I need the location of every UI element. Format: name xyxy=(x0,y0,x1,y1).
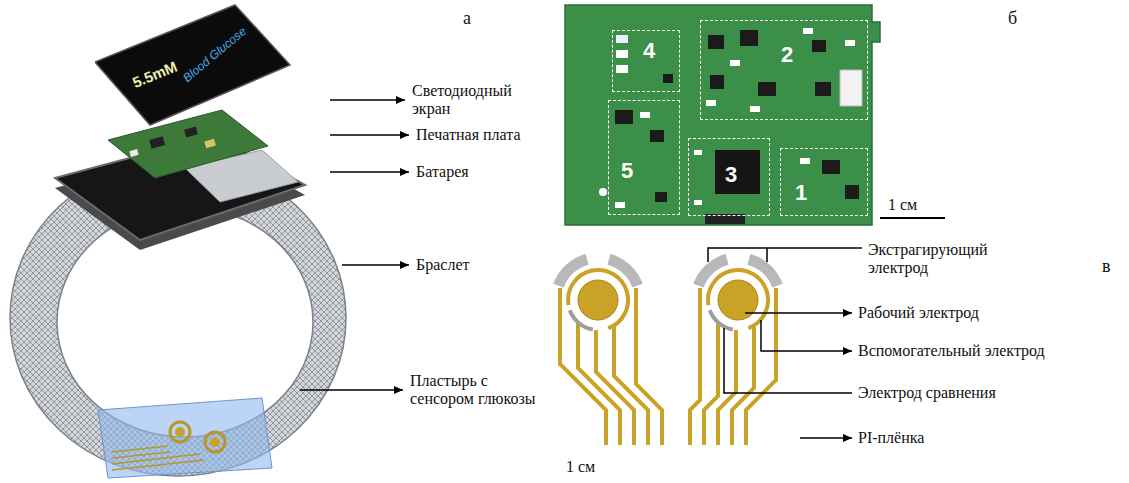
component xyxy=(706,100,716,106)
leader-arrow xyxy=(330,99,405,101)
component xyxy=(845,40,855,46)
component xyxy=(615,110,633,124)
part-label: Браслет xyxy=(416,256,469,274)
part-label: PI-плёнка xyxy=(858,429,924,447)
component xyxy=(730,60,740,66)
trace xyxy=(732,327,754,445)
leader-arrow xyxy=(330,134,409,136)
pcb-zone: 1 xyxy=(780,148,868,216)
part-label: Экстрагирующий электрод xyxy=(868,241,1000,277)
trace xyxy=(636,288,662,445)
leader-arrow xyxy=(761,320,852,351)
component xyxy=(650,130,664,142)
chip xyxy=(204,139,215,148)
leader-line xyxy=(724,328,852,393)
screen-panel xyxy=(95,5,290,125)
component xyxy=(616,35,628,43)
working-electrode xyxy=(718,280,758,320)
leader-arrow xyxy=(300,389,403,391)
mount-hole xyxy=(599,188,607,196)
component xyxy=(655,192,667,202)
panel-letter: а xyxy=(463,8,471,28)
component xyxy=(758,82,776,96)
callout-number: 4 xyxy=(643,39,655,63)
leader-arrow xyxy=(330,171,409,173)
component xyxy=(616,65,628,73)
patch-electrode-core xyxy=(210,437,220,447)
scale-bar xyxy=(880,217,945,219)
component xyxy=(740,30,758,46)
led-screen: Blood Glucose5.5mM xyxy=(95,0,295,130)
working-electrode xyxy=(578,280,618,320)
chip xyxy=(149,136,165,148)
component xyxy=(640,112,650,118)
leader-arrow xyxy=(745,312,852,314)
component xyxy=(694,200,702,205)
component xyxy=(822,160,840,174)
part-label: Светодиодный экран xyxy=(412,82,534,118)
part-label: Рабочий электрод xyxy=(858,304,979,322)
sensor-left xyxy=(559,259,638,329)
mcu-chip xyxy=(715,150,760,194)
component xyxy=(708,35,724,49)
sensor-patch xyxy=(98,398,272,478)
pcb-components xyxy=(615,28,862,224)
patch-electrode xyxy=(205,432,225,452)
component xyxy=(815,82,831,96)
pcb-board xyxy=(565,5,880,225)
pcb-zone: 4 xyxy=(612,30,680,92)
patch-traces xyxy=(112,446,204,470)
part-label: Пластырь с сенсором глюкозы xyxy=(410,372,548,408)
sensor-right xyxy=(699,259,778,329)
component xyxy=(663,74,673,83)
component xyxy=(694,150,702,155)
component xyxy=(812,40,826,52)
callout-number: 3 xyxy=(725,163,737,187)
leader-arrow xyxy=(800,437,852,439)
chip xyxy=(184,127,198,138)
scale-label: 1 см xyxy=(566,458,595,476)
part-label: Электрод сравнения xyxy=(858,384,996,402)
leader-line xyxy=(708,248,862,262)
callout-number: 5 xyxy=(621,159,633,183)
callout-number: 1 xyxy=(795,181,807,205)
trace xyxy=(614,327,648,445)
component xyxy=(800,158,810,164)
part-label: Батарея xyxy=(416,163,469,181)
patch-electrode-core xyxy=(175,427,185,437)
pcb-zone: 3 xyxy=(688,138,770,216)
part-label: Печатная плата xyxy=(416,126,521,144)
part-label: Вспомогательный электрод xyxy=(858,342,1045,360)
component xyxy=(616,50,628,58)
component xyxy=(845,185,859,199)
callout-number: 2 xyxy=(781,43,793,67)
trace xyxy=(704,322,718,445)
panel-letter: в xyxy=(1102,256,1111,276)
component xyxy=(615,202,625,208)
connector xyxy=(840,70,862,106)
panel-letter: б xyxy=(1008,8,1017,28)
component xyxy=(803,28,813,34)
trace xyxy=(690,288,700,445)
patch-electrode xyxy=(170,422,190,442)
pcb-zone: 2 xyxy=(700,20,868,120)
chip xyxy=(129,149,138,157)
leader-arrow xyxy=(342,264,409,266)
component xyxy=(710,75,724,89)
pcb-layer xyxy=(108,110,268,178)
component xyxy=(750,106,760,112)
scale-label: 1 см xyxy=(888,196,917,214)
pcb-zone: 5 xyxy=(608,100,680,215)
